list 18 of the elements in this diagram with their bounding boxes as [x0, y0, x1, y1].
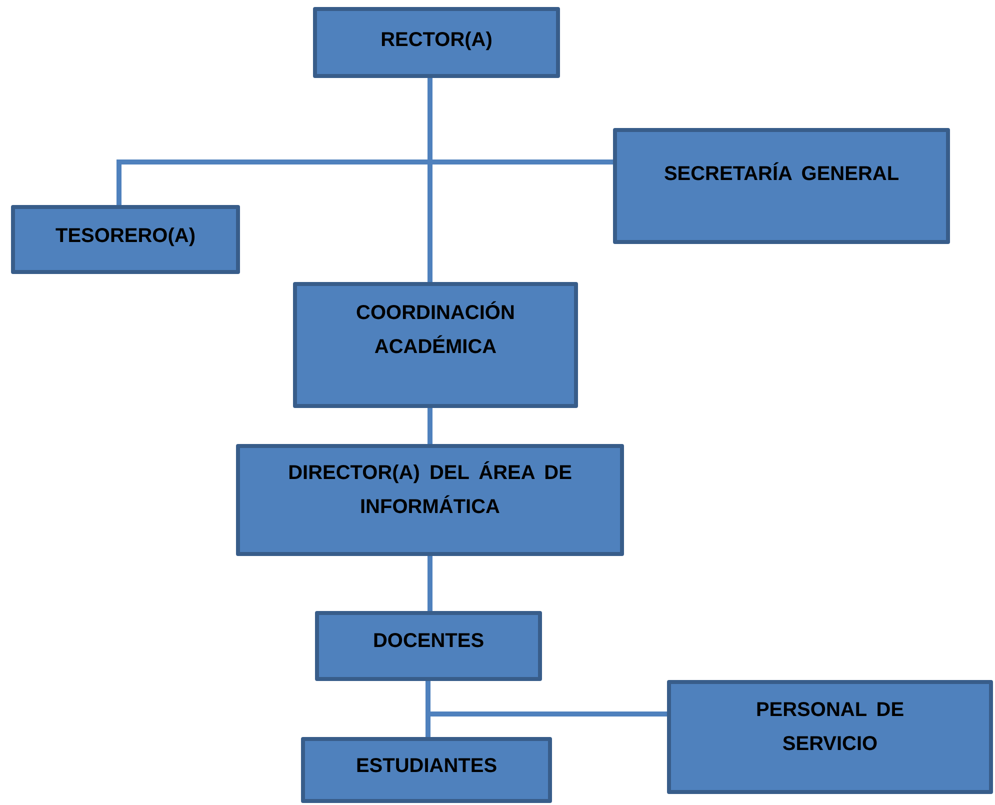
role-title: TESORERO(A) [56, 224, 196, 249]
connector-line [428, 556, 432, 611]
org-box [613, 128, 950, 244]
role-title: COORDINACIÓN ACADÉMICA [355, 300, 516, 360]
org-box [667, 680, 993, 794]
role-title: ESTUDIANTES [356, 754, 498, 779]
org-box [11, 205, 240, 274]
role-title: SECRETARÍA GENERAL [664, 161, 900, 187]
connector-line [428, 408, 432, 444]
role-title: DOCENTES [372, 629, 484, 654]
role-title: DIRECTOR(A) DEL ÁREA DE INFORMÁTICA [287, 460, 573, 520]
org-box [315, 611, 542, 681]
org-box [236, 444, 624, 556]
org-box [293, 282, 578, 408]
org-box [313, 7, 560, 78]
role-title: RECTOR(A) [380, 28, 492, 53]
role-title: PERSONAL DE SERVICIO [754, 698, 906, 757]
org-box [301, 737, 552, 803]
